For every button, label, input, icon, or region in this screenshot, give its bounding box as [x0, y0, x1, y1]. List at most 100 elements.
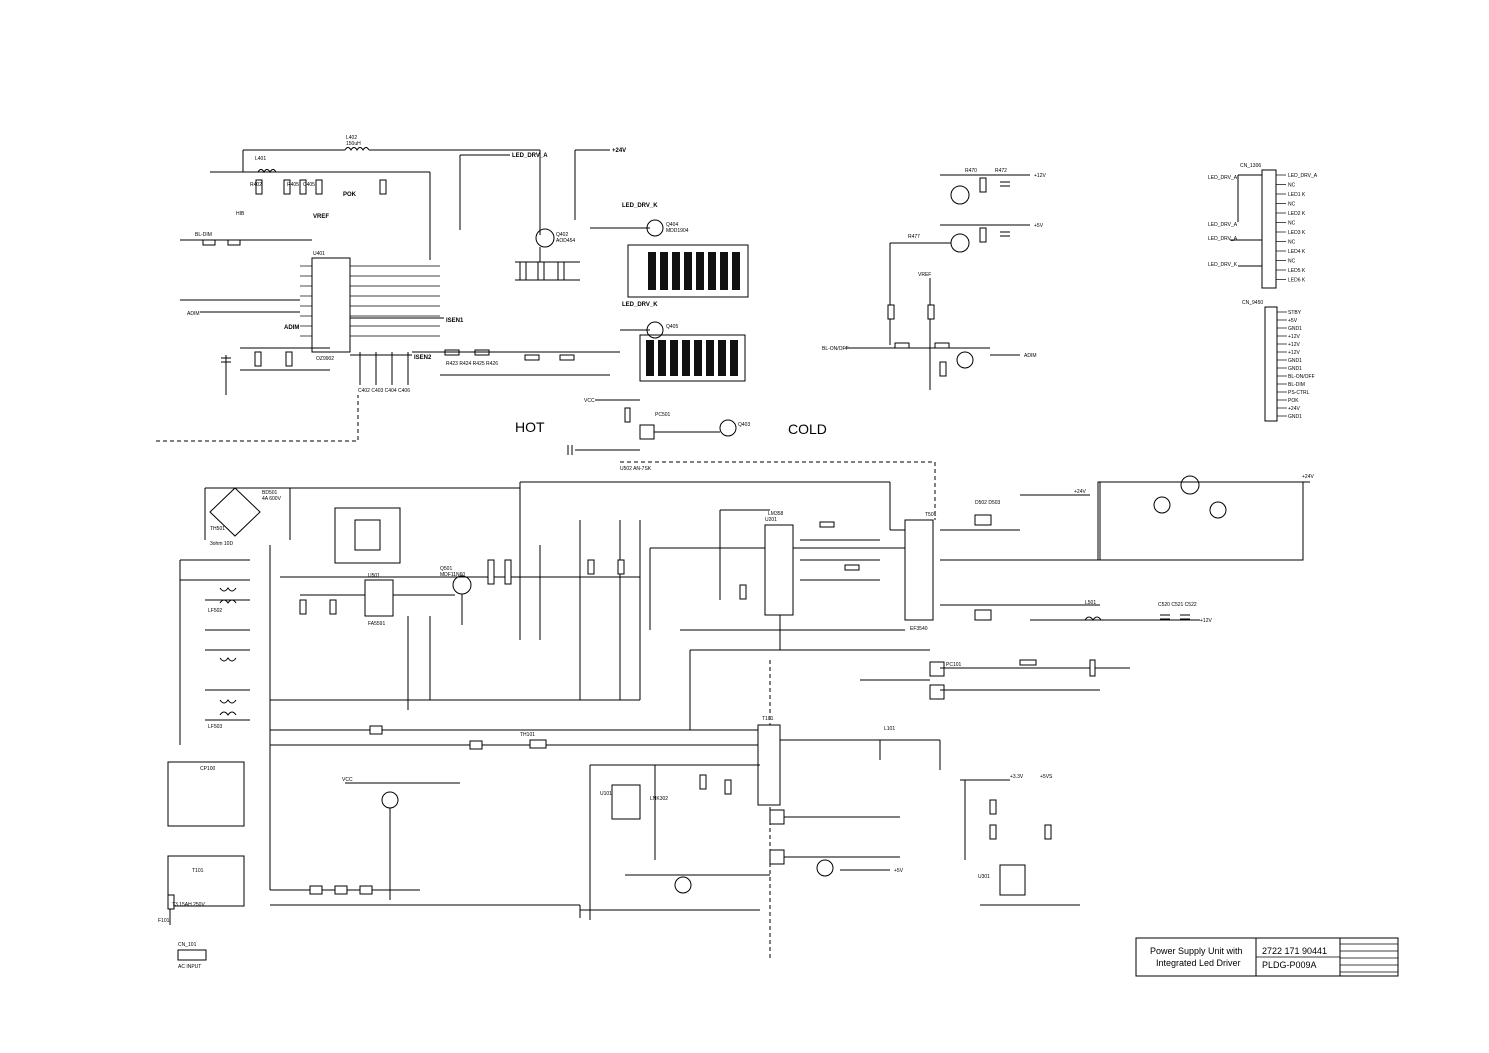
svg-text:U502 AN-7SK: U502 AN-7SK [620, 466, 652, 472]
connector-pin-label: +12V [1288, 350, 1300, 356]
isolation-boundary [156, 395, 936, 960]
svg-text:C520 C521 C522: C520 C521 C522 [1158, 602, 1197, 608]
svg-text:T3.15AH 250V: T3.15AH 250V [172, 902, 205, 908]
connector-pin-label: GND1 [1288, 358, 1302, 364]
ac-connector [177, 949, 207, 961]
svg-text:CN_101: CN_101 [178, 942, 197, 948]
opto-pc501 [639, 424, 655, 440]
svg-text:LED_DRV_A: LED_DRV_A [512, 153, 548, 159]
svg-text:ADIM: ADIM [1024, 353, 1037, 359]
svg-text:MDF11N60: MDF11N60 [440, 572, 465, 578]
connector-cn9450: CN_9450 STBY+5VGND1+12V+12V+12VGND1GND1B… [1242, 300, 1315, 422]
svg-text:LED_DRV_A: LED_DRV_A [1208, 236, 1238, 242]
q402-mosfet [535, 228, 555, 248]
svg-text:AC INPUT: AC INPUT [178, 964, 201, 970]
svg-text:LF502: LF502 [208, 608, 222, 614]
t501-transformer [904, 519, 934, 621]
u201-ic [764, 524, 794, 616]
title-model: PLDG-P009A [1262, 960, 1317, 970]
svg-text:VCC: VCC [342, 777, 353, 783]
svg-text:D502 D503: D502 D503 [975, 500, 1001, 506]
svg-text:U501: U501 [368, 573, 380, 579]
connector-pin-label: NC [1288, 202, 1296, 208]
svg-text:FA5591: FA5591 [368, 621, 385, 627]
svg-text:4A 600V: 4A 600V [262, 496, 282, 502]
isen2-label: ISEN2 [414, 355, 432, 361]
connector-pin-label: LED2 K [1288, 211, 1306, 217]
connector-pin-label: +24V [1288, 406, 1300, 412]
ac-input-section: BD501 4A 600V TH501 3ohm 10D LF502 LF503 [158, 487, 290, 970]
svg-text:L101: L101 [884, 726, 895, 732]
svg-text:+24V: +24V [612, 148, 626, 154]
svg-text:Q404: Q404 [666, 222, 678, 228]
led-driver-section: L402 150uH L401 R402 R405 C405 POK VREF … [180, 135, 749, 395]
svg-text:Q501: Q501 [440, 566, 452, 572]
connector-pin-label: LED1 K [1288, 192, 1306, 198]
u401-ref: U401 [313, 251, 325, 257]
connector-pin-label: NC [1288, 221, 1296, 227]
svg-text:CN_9450: CN_9450 [1242, 300, 1263, 306]
connector-pin-label: NC [1288, 259, 1296, 265]
svg-text:+5VS: +5VS [1040, 774, 1053, 780]
title-description-2: Integrated Led Driver [1156, 958, 1241, 968]
svg-text:R472: R472 [995, 168, 1007, 174]
input-resistor-row: R402 R405 C405 [250, 179, 387, 195]
u101-ic [611, 784, 641, 820]
svg-text:+5V: +5V [894, 868, 904, 874]
u501-ic [364, 579, 394, 617]
svg-text:TH101: TH101 [520, 732, 535, 738]
svg-text:+24V: +24V [1074, 489, 1086, 495]
l402-value: 150uH [346, 141, 361, 147]
svg-text:+12V: +12V [1034, 173, 1046, 179]
u401-ic [311, 257, 351, 353]
svg-text:R423 R424 R425 R426: R423 R424 R425 R426 [446, 361, 498, 367]
cold-zone-label: COLD [788, 421, 827, 437]
cn9450-body [1264, 306, 1278, 422]
svg-text:U301: U301 [978, 874, 990, 880]
resistor-bank-bottom [646, 340, 738, 376]
svg-text:U101: U101 [600, 791, 612, 797]
cn1306-body [1261, 169, 1277, 289]
connector-pin-label: +12V [1288, 342, 1300, 348]
svg-text:MDD1904: MDD1904 [666, 228, 689, 234]
connector-pin-label: +12V [1288, 334, 1300, 340]
svg-text:+3.3V: +3.3V [1010, 774, 1024, 780]
svg-text:CP100: CP100 [200, 766, 216, 772]
connector-pin-label: LED_DRV_A [1288, 173, 1318, 179]
u401-part: OZ9902 [316, 356, 334, 362]
svg-text:HIB: HIB [236, 211, 245, 217]
svg-text:R402: R402 [250, 182, 262, 188]
title-description-1: Power Supply Unit with [1150, 946, 1243, 956]
vref-label: VREF [313, 214, 329, 220]
connector-pin-label: BL-DIM [1288, 382, 1305, 388]
t101-standby-transformer [757, 724, 781, 806]
svg-text:LED_DRV_A: LED_DRV_A [1208, 175, 1238, 181]
title-code: 2722 171 90441 [1262, 946, 1327, 956]
connector-pin-label: LED5 K [1288, 268, 1306, 274]
svg-text:Q402: Q402 [556, 232, 568, 238]
svg-text:TH501: TH501 [210, 526, 225, 532]
connector-pin-label: LED6 K [1288, 278, 1306, 284]
resistor-bank-top [648, 252, 740, 290]
svg-text:LED_DRV_K: LED_DRV_K [1208, 262, 1238, 268]
svg-text:R477: R477 [908, 234, 920, 240]
opto-feedback-top: VCC PC501 Q403 U502 AN-7SK [567, 398, 750, 472]
svg-text:+12V: +12V [1200, 618, 1212, 624]
svg-text:T101: T101 [762, 716, 774, 722]
svg-text:LED_DRV_K: LED_DRV_K [622, 302, 658, 308]
comp-network [221, 347, 330, 395]
svg-text:BL-DIM: BL-DIM [195, 232, 212, 238]
svg-text:LED_DRV_K: LED_DRV_K [622, 203, 658, 209]
svg-text:R405: R405 [287, 182, 299, 188]
l401-ref: L401 [255, 156, 266, 162]
svg-text:LNK302: LNK302 [650, 796, 668, 802]
pfc-pwm-section: U501 FA5591 Q501 MDF11N60 T501 EF3540 U [270, 481, 962, 730]
secondary-outputs: D502 D503 +24V +24V L501 +12V C520 C521 … [940, 474, 1314, 691]
svg-text:LM358: LM358 [768, 511, 784, 517]
svg-text:CN_1306: CN_1306 [1240, 163, 1261, 169]
svg-text:LED_DRV_A: LED_DRV_A [1208, 222, 1238, 228]
connector-pin-label: LED4 K [1288, 249, 1306, 255]
svg-text:T501: T501 [925, 512, 937, 518]
q501-mosfet [452, 575, 472, 595]
